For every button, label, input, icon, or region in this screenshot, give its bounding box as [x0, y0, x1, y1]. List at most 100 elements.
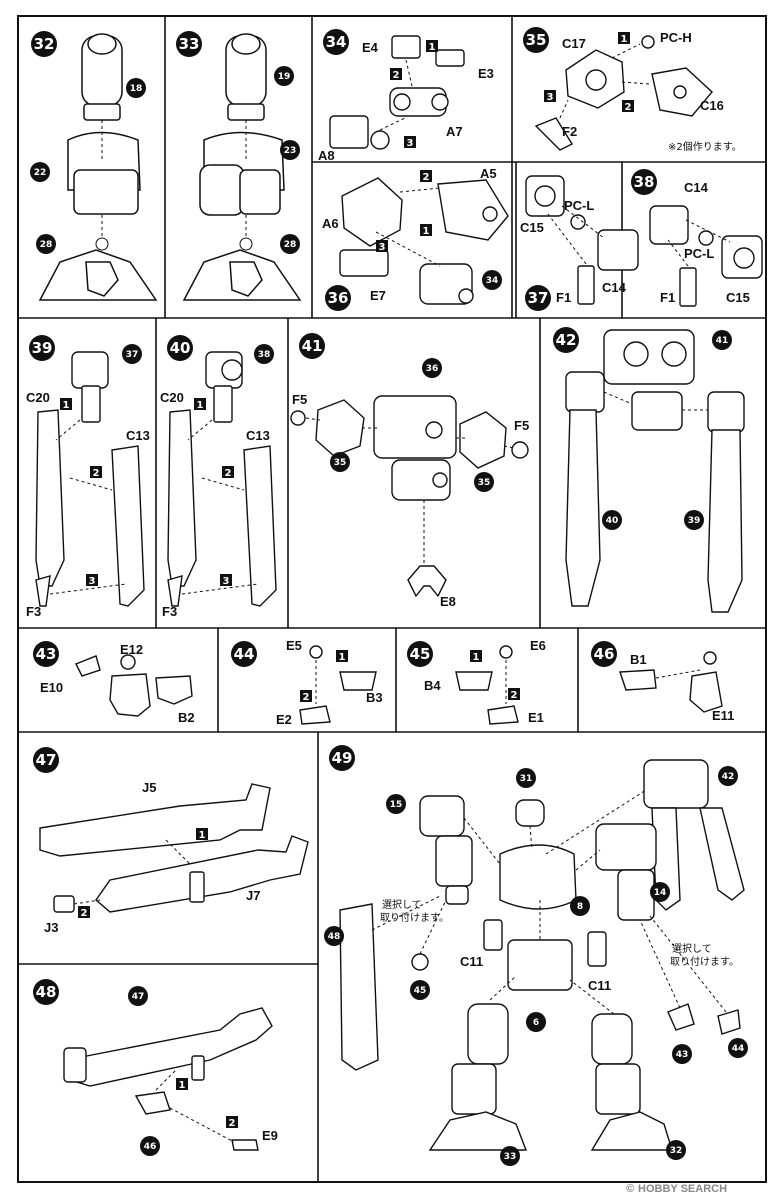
ref-part-14: 14 [654, 888, 667, 898]
assembly-step-3: 3 [379, 242, 386, 253]
panel-35: 35 C17 PC-H C16 F2 1 2 3 ※2個作ります。 [523, 27, 742, 153]
panel-33: 33 19 23 28 [176, 31, 302, 301]
part-label-E7: E7 [370, 288, 386, 303]
assembly-step-2: 2 [81, 908, 88, 919]
ref-part-18: 18 [130, 84, 143, 94]
step-number-39: 39 [32, 339, 53, 357]
ref-part-33: 33 [504, 1152, 517, 1162]
assembly-step-1: 1 [197, 400, 204, 411]
part-label-C14: C14 [684, 180, 709, 195]
ref-part-28: 28 [40, 240, 53, 250]
step-number-42: 42 [556, 331, 577, 349]
watermark-copyright: © [626, 1183, 634, 1195]
panel-36: 36 A6 A5 E7 34 2 1 3 [322, 166, 509, 311]
step-number-48: 48 [36, 983, 57, 1001]
step-number-45: 45 [410, 645, 431, 663]
ref-part-38: 38 [258, 350, 271, 360]
part-label-E11: E11 [712, 708, 734, 723]
ref-part-32: 32 [670, 1146, 683, 1156]
panel-41: 41 36 35 35 F5 F5 E8 [290, 333, 529, 609]
step-number-49: 49 [332, 749, 353, 767]
assembly-step-2: 2 [225, 468, 232, 479]
panel-43: 43 E12 E10 B2 [33, 641, 195, 725]
assembly-step-1: 1 [179, 1080, 186, 1091]
ref-part-34: 34 [486, 276, 499, 286]
panel-44: 44 E5 B3 E2 1 2 [231, 638, 383, 727]
part-label-A7: A7 [446, 124, 463, 139]
ref-part-36: 36 [426, 364, 439, 374]
assembly-step-1: 1 [473, 652, 480, 663]
ref-part-23: 23 [284, 146, 297, 156]
part-label-C20: C20 [160, 390, 184, 405]
step-number-36: 36 [328, 289, 349, 307]
step-number-44: 44 [234, 645, 255, 663]
part-label-C15: C15 [726, 290, 750, 305]
step-number-38: 38 [634, 173, 655, 191]
part-label-F5: F5 [292, 392, 307, 407]
part-label-F2: F2 [562, 124, 577, 139]
panel-39: 39 37 C20 C13 F3 1 2 3 [26, 335, 150, 619]
part-label-B4: B4 [424, 678, 441, 693]
watermark-brand: HOBBY SEARCH [638, 1183, 727, 1195]
panel-45: 45 E6 B4 E1 1 2 [407, 638, 546, 725]
watermark: © HOBBY SEARCH [626, 1183, 727, 1195]
step-number-37: 37 [528, 289, 549, 307]
part-label-C16: C16 [700, 98, 724, 113]
note-select-attach-line1: 選択して [382, 898, 422, 911]
panel-32: 32 18 22 28 [30, 31, 158, 301]
step-number-33: 33 [179, 35, 200, 53]
assembly-step-2: 2 [511, 690, 518, 701]
part-label-B1: B1 [630, 652, 647, 667]
assembly-step-1: 1 [199, 830, 206, 841]
ref-part-6: 6 [533, 1018, 539, 1028]
ref-part-43: 43 [676, 1050, 689, 1060]
ref-part-35: 35 [478, 478, 491, 488]
assembly-step-2: 2 [303, 692, 310, 703]
part-label-E5: E5 [286, 638, 302, 653]
part-label-C17: C17 [562, 36, 586, 51]
part-label-C13: C13 [126, 428, 150, 443]
panel-42: 42 41 40 39 [553, 327, 745, 613]
panel-34: 34 E4 E3 A7 A8 1 2 3 [318, 29, 494, 163]
panel-38: 38 C14 PC-L F1 C15 [631, 169, 763, 307]
part-label-A5: A5 [480, 166, 497, 181]
note-select-attach-line1: 選択して [672, 942, 712, 955]
ref-part-8: 8 [577, 902, 583, 912]
step-number-35: 35 [526, 31, 547, 49]
part-label-C20: C20 [26, 390, 50, 405]
ref-part-22: 22 [34, 168, 47, 178]
assembly-step-2: 2 [625, 102, 632, 113]
step-number-34: 34 [326, 33, 347, 51]
ref-part-37: 37 [126, 350, 139, 360]
part-label-F3: F3 [26, 604, 41, 619]
assembly-step-3: 3 [407, 138, 414, 149]
ref-part-44: 44 [732, 1044, 745, 1054]
ref-part-15: 15 [390, 800, 403, 810]
part-label-C11: C11 [460, 954, 483, 969]
part-label-J3: J3 [44, 920, 58, 935]
part-label-F5: F5 [514, 418, 529, 433]
part-label-E12: E12 [120, 642, 143, 657]
step-number-47: 47 [36, 751, 57, 769]
note-select-attach-line2: 取り付けます。 [670, 955, 739, 968]
part-label-A6: A6 [322, 216, 339, 231]
assembly-step-3: 3 [89, 576, 96, 587]
panel-40: 40 38 C20 C13 F3 1 2 3 [160, 335, 277, 619]
part-label-E4: E4 [362, 40, 379, 55]
part-label-B3: B3 [366, 690, 383, 705]
panel-37: 37 PC-L C15 C14 F1 [520, 175, 639, 311]
assembly-step-3: 3 [223, 576, 230, 587]
step-number-41: 41 [302, 337, 323, 355]
part-label-F3: F3 [162, 604, 177, 619]
panel-46: 46 B1 E11 [591, 641, 734, 723]
assembly-step-2: 2 [93, 468, 100, 479]
step-number-32: 32 [34, 35, 55, 53]
assembly-step-3: 3 [547, 92, 554, 103]
ref-part-41: 41 [716, 336, 729, 346]
part-label-E1: E1 [528, 710, 544, 725]
assembly-step-2: 2 [423, 172, 430, 183]
part-label-J7: J7 [246, 888, 260, 903]
note-select-attach-line2: 取り付けます。 [380, 911, 449, 924]
panel-49: 49 [324, 745, 748, 1166]
